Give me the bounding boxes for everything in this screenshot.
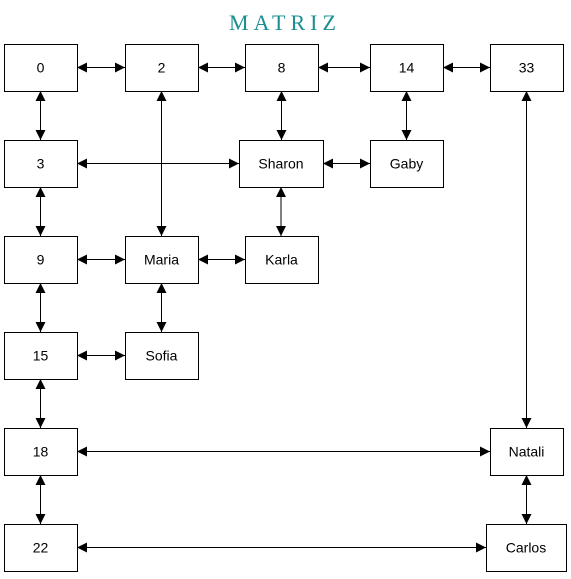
- node-box: [239, 140, 324, 188]
- node-label: Carlos: [506, 540, 546, 556]
- node-box: [4, 332, 78, 380]
- node-sofia: Sofia: [125, 332, 199, 380]
- node-n9: 9: [4, 236, 78, 284]
- node-label: Natali: [509, 444, 545, 460]
- node-box: [4, 44, 78, 92]
- node-n3: 3: [4, 140, 78, 188]
- node-box: [370, 44, 444, 92]
- node-box: [4, 236, 78, 284]
- node-label: 33: [519, 60, 535, 76]
- node-label: 2: [158, 60, 166, 76]
- node-label: Karla: [265, 252, 298, 268]
- node-label: 0: [37, 60, 45, 76]
- node-label: Sofia: [146, 348, 178, 364]
- node-n15: 15: [4, 332, 78, 380]
- node-label: 14: [399, 60, 415, 76]
- node-karla: Karla: [245, 236, 319, 284]
- node-box: [486, 524, 567, 572]
- node-n22: 22: [4, 524, 78, 572]
- node-gaby: Gaby: [370, 140, 444, 188]
- node-box: [490, 428, 564, 476]
- node-carlos: Carlos: [486, 524, 567, 572]
- node-n33: 33: [490, 44, 564, 92]
- node-label: 18: [33, 444, 49, 460]
- node-box: [245, 236, 319, 284]
- node-n14: 14: [370, 44, 444, 92]
- node-label: Sharon: [258, 156, 303, 172]
- node-label: 15: [33, 348, 49, 364]
- node-box: [125, 236, 199, 284]
- node-label: 22: [33, 540, 49, 556]
- node-natali: Natali: [490, 428, 564, 476]
- node-box: [125, 332, 199, 380]
- node-label: 3: [37, 156, 45, 172]
- node-n0: 0: [4, 44, 78, 92]
- node-label: 9: [37, 252, 45, 268]
- node-box: [4, 428, 78, 476]
- node-n2: 2: [125, 44, 199, 92]
- node-n18: 18: [4, 428, 78, 476]
- node-label: Maria: [144, 252, 179, 268]
- node-n8: 8: [245, 44, 319, 92]
- edges-layer: [35, 62, 532, 553]
- node-label: 8: [278, 60, 286, 76]
- diagram-title: MATRIZ: [229, 10, 341, 35]
- node-box: [4, 524, 78, 572]
- node-maria: Maria: [125, 236, 199, 284]
- node-box: [4, 140, 78, 188]
- node-sharon: Sharon: [239, 140, 324, 188]
- node-box: [245, 44, 319, 92]
- node-box: [490, 44, 564, 92]
- node-box: [125, 44, 199, 92]
- node-box: [370, 140, 444, 188]
- node-label: Gaby: [390, 156, 423, 172]
